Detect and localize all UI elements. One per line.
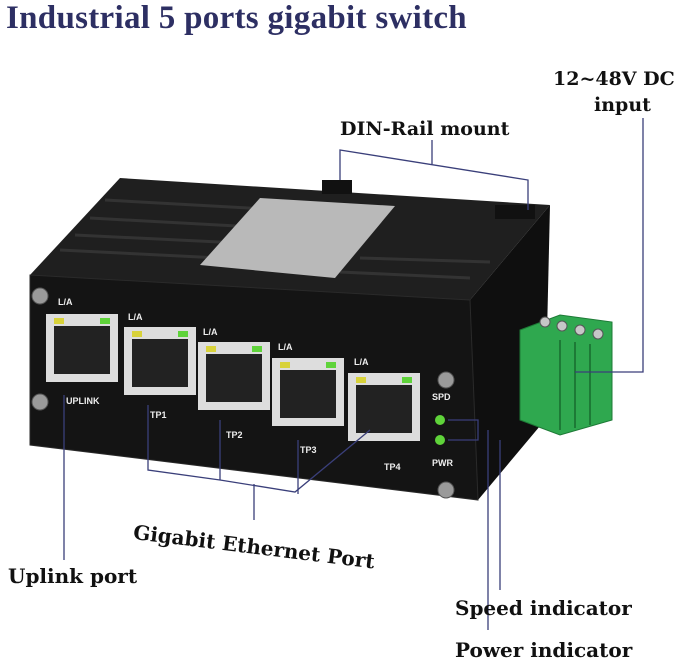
svg-text:L/A: L/A [278, 342, 293, 352]
port-label-tp3: TP3 [300, 445, 317, 455]
power-led [435, 435, 445, 445]
speed-indicator-callout: Speed indicator [455, 596, 632, 620]
port-uplink [46, 314, 118, 382]
port-tp4 [348, 373, 420, 441]
din-rail-clip [322, 180, 352, 194]
port-tp1 [124, 327, 196, 395]
svg-text:L/A: L/A [128, 312, 143, 322]
svg-text:L/A: L/A [203, 327, 218, 337]
power-input-callout-line1: 12~48V DC [553, 68, 675, 90]
switch-side-face [470, 205, 550, 500]
ports [46, 314, 420, 441]
annotation-lines [63, 118, 644, 630]
pwr-label: PWR [432, 458, 453, 468]
uplink-callout: Uplink port [8, 564, 138, 588]
port-label-tp4: TP4 [384, 462, 401, 472]
svg-text:L/A: L/A [354, 357, 369, 367]
power-indicator-callout: Power indicator [455, 638, 633, 662]
din-rail-callout: DIN-Rail mount [340, 118, 510, 140]
power-input-callout-line2: input [594, 94, 651, 116]
port-label-tp1: TP1 [150, 410, 167, 420]
port-tp3 [272, 358, 344, 426]
speed-led [435, 415, 445, 425]
la-label: L/A [58, 297, 73, 307]
screw [31, 287, 49, 305]
port-label-uplink: UPLINK [66, 396, 100, 406]
product-sticker [200, 198, 395, 278]
port-label-tp2: TP2 [226, 430, 243, 440]
page-title: Industrial 5 ports gigabit switch [6, 0, 467, 36]
spd-label: SPD [432, 392, 451, 402]
power-terminal-block [519, 314, 613, 436]
port-tp2 [198, 342, 270, 410]
